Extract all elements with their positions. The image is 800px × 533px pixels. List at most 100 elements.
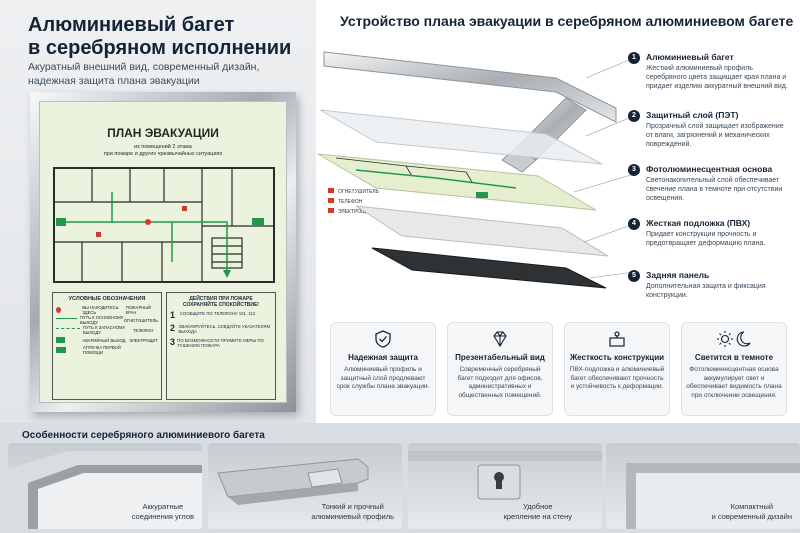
wall-mount-photo: [408, 451, 602, 500]
profile-photo: [217, 458, 369, 505]
layer-photoluminescent: ОГНЕТУШИТЕЛЬ ТЕЛЕФОН ЭЛЕКТРОЩИТ: [317, 153, 597, 215]
action-number: 1: [170, 310, 176, 320]
legend-label: ПОЖАРНЫЙ КРАН: [125, 305, 151, 315]
plan-subtitle: из помещений 2 этажа при пожаре и других…: [40, 144, 286, 158]
layer-label-panel: ЭЛЕКТРОЩИТ: [338, 209, 372, 215]
detail-caption: Компактный и современный дизайн: [712, 502, 792, 521]
feature-title: Презентабельный вид: [455, 353, 545, 362]
legend-label: ПУТЬ К ОСНОВНОМУ ВЫХОДУ: [80, 315, 124, 325]
legend-label: ОГНЕТУШИТЕЛЬ: [123, 317, 158, 323]
feature-text: ПВХ-подложка и алюминиевый багет обеспеч…: [569, 366, 665, 390]
right-panel: Устройство плана эвакуации в серебряном …: [316, 0, 800, 423]
main-exit-path-icon: [56, 318, 77, 322]
backup-exit-path-icon: [56, 328, 80, 332]
callout-title: Жесткая подложка (ПВХ): [646, 218, 751, 228]
feature-title: Жесткость конструкции: [569, 353, 665, 362]
callout-title: Фотолюминесцентная основа: [646, 164, 773, 174]
feature-card-rigidity: Жесткость конструкции ПВХ-подложка и алю…: [564, 322, 670, 416]
feature-card-look: Презентабельный вид Современный серебрян…: [447, 322, 553, 416]
left-panel: Алюминиевый багет в серебряном исполнени…: [0, 0, 316, 423]
callout-number: 1: [628, 52, 640, 64]
actions-title-line1: ДЕЙСТВИЯ ПРИ ПОЖАРЕ: [189, 296, 253, 302]
action-number: 3: [170, 337, 176, 347]
main-subtitle-line2: надежная защита плана эвакуации: [28, 75, 200, 87]
caption-line: и современный дизайн: [711, 511, 792, 521]
action-row: 1 СООБЩИТЕ ПО ТЕЛЕФОНУ 101, 112: [170, 311, 272, 320]
action-number: 2: [170, 323, 176, 333]
plan-subtitle-line1: из помещений 2 этажа: [134, 144, 192, 150]
callout-title: Задняя панель: [646, 270, 710, 280]
caption-line: алюминиевый профиль: [311, 511, 394, 521]
detail-compact-design: Компактный и современный дизайн: [606, 443, 800, 529]
detail-caption: Аккуратные соединения углов: [132, 502, 194, 521]
legend-row: ВЫ НАХОДИТЕСЬ ЗДЕСЬ ПОЖАРНЫЙ КРАН: [56, 305, 158, 315]
structure-title: Устройство плана эвакуации в серебряном …: [340, 13, 794, 29]
panel-icon: [609, 331, 625, 347]
action-text: ПО ВОЗМОЖНОСТИ ПРИМИТЕ МЕРЫ ПО ТУШЕНИЮ П…: [177, 338, 264, 348]
feature-text: Фотолюминесцентная основа аккумулирует с…: [686, 366, 782, 399]
silver-frame-photo: ПЛАН ЭВАКУАЦИИ из помещений 2 этажа при …: [30, 92, 296, 412]
main-title-line1: Алюминиевый багет: [28, 14, 235, 36]
corner-joint-photo: [8, 451, 202, 529]
caption-line: Тонкий и прочный: [321, 502, 384, 511]
main-title-line2: в серебряном исполнении: [28, 37, 292, 59]
caption-line: Аккуратные: [142, 502, 184, 511]
feature-card-glow: Светится в темноте Фотолюминесцентная ос…: [681, 322, 787, 416]
legend-title: УСЛОВНЫЕ ОБОЗНАЧЕНИЯ: [68, 296, 146, 302]
exploded-layers-illustration: ОГНЕТУШИТЕЛЬ ТЕЛЕФОН ЭЛЕКТРОЩИТ: [317, 51, 635, 289]
plan-subtitle-line2: при пожаре и других чрезвычайных ситуаци…: [103, 151, 223, 157]
bottom-title: Особенности серебряного алюминиевого баг…: [22, 430, 265, 441]
actions-title: ДЕЙСТВИЯ ПРИ ПОЖАРЕ СОХРАНЯЙТЕ СПОКОЙСТВ…: [170, 296, 272, 308]
evacuation-plan-sheet: ПЛАН ЭВАКУАЦИИ из помещений 2 этажа при …: [39, 101, 287, 403]
main-subtitle: Акуратный внешний вид, современный дизай…: [28, 60, 298, 88]
layer-pvc: [355, 205, 609, 257]
callout-number: 2: [628, 110, 640, 122]
action-text: СООБЩИТЕ ПО ТЕЛЕФОНУ 101, 112: [180, 311, 256, 316]
diamond-icon: [493, 331, 507, 348]
caption-line: крепление на стену: [503, 511, 572, 521]
feature-title: Надежная защита: [348, 353, 418, 362]
layer-label-phone: ТЕЛЕФОН: [338, 199, 363, 205]
caption-line: Компактный: [730, 502, 774, 511]
feature-text: Алюминиевый профиль и защитный слой прод…: [336, 366, 430, 390]
shield-check-icon: [375, 330, 391, 348]
feature-title: Светится в темноте: [694, 353, 774, 362]
legend-box: УСЛОВНЫЕ ОБОЗНАЧЕНИЯ ВЫ НАХОДИТЕСЬ ЗДЕСЬ…: [52, 292, 162, 400]
legend-label: ЭЛЕКТРОЩИТ: [129, 337, 158, 343]
legend-label: ПУТЬ К ЗАПАСНОМУ ВЫХОДУ: [83, 325, 126, 335]
callout-text: Светонакопительный слой обеспечивает све…: [646, 177, 783, 202]
legend-label: ТЕЛЕФОН: [133, 327, 154, 333]
layer-label-extinguisher: ОГНЕТУШИТЕЛЬ: [338, 189, 380, 195]
feature-text: Современный серебряный багет подходит дл…: [457, 366, 543, 399]
callout-text: Придает конструкции прочность и предотвр…: [646, 231, 766, 247]
legend-label: АВАРИЙНЫЙ ВЫХОД: [82, 337, 126, 343]
bottom-strip: Особенности серебряного алюминиевого баг…: [0, 423, 800, 533]
layer-back-panel: [371, 247, 607, 289]
callout-title: Алюминиевый багет: [646, 52, 734, 62]
actions-title-line2: СОХРАНЯЙТЕ СПОКОЙСТВИЕ!: [183, 302, 259, 308]
main-subtitle-line1: Акуратный внешний вид, современный дизай…: [28, 61, 260, 73]
layer-pet: [319, 109, 603, 165]
detail-caption: Удобное крепление на стену: [504, 502, 572, 521]
legend-row: ПУТЬ К ЗАПАСНОМУ ВЫХОДУ ТЕЛЕФОН: [56, 325, 158, 335]
detail-caption: Тонкий и прочный алюминиевый профиль: [311, 502, 394, 521]
detail-wall-mount: Удобное крепление на стену: [408, 443, 602, 529]
legend-label: ВЫ НАХОДИТЕСЬ ЗДЕСЬ: [82, 305, 119, 315]
legend-row: АПТЕЧКА ПЕРВОЙ ПОМОЩИ: [56, 345, 158, 355]
first-aid-icon: [56, 347, 66, 353]
feature-card-protection: Надежная защита Алюминиевый профиль и за…: [330, 322, 436, 416]
callout-text: Жесткий алюминиевый профиль серебряного …: [646, 65, 788, 90]
callout-number: 5: [628, 270, 640, 282]
features-row: Надежная защита Алюминиевый профиль и за…: [330, 322, 790, 416]
sun-moon-icon: [717, 331, 751, 347]
callout-title: Защитный слой (ПЭТ): [646, 110, 739, 120]
detail-profile: Тонкий и прочный алюминиевый профиль: [208, 443, 402, 529]
callout-text: Прозрачный слой защищает изображение от …: [646, 123, 784, 148]
callout-number: 4: [628, 218, 640, 230]
caption-line: Удобное: [523, 502, 553, 511]
caption-line: соединения углов: [131, 511, 194, 521]
